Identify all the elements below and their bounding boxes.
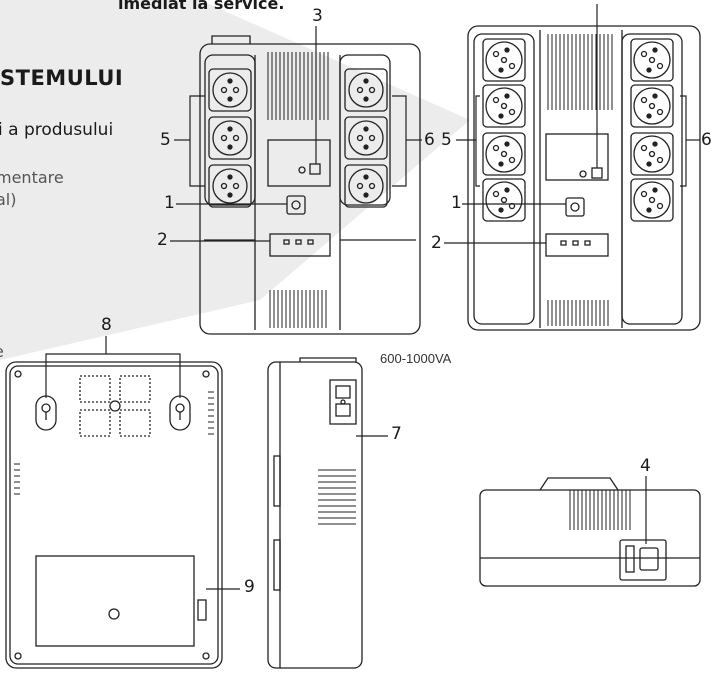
model-caption: 600-1000VA: [380, 351, 452, 366]
callout-3: 3: [312, 6, 323, 26]
ups-front-small: [199, 35, 421, 335]
note-line-1: mentare: [0, 168, 64, 187]
ups-back-view: [5, 361, 223, 669]
callout-2-right: 2: [431, 233, 442, 253]
section-subtitle: i a produsului: [0, 120, 114, 140]
ups-side-view: [267, 357, 363, 669]
callout-5-right: 5: [441, 130, 452, 150]
note-line-3: e: [0, 342, 4, 361]
callout-lines: [45, 4, 700, 590]
callout-9: 9: [244, 577, 255, 597]
ups-rear-view: [479, 477, 701, 587]
top-instruction-line: imediat la service.: [118, 0, 285, 13]
callout-6-right: 6: [701, 130, 711, 150]
note-line-2: al): [0, 190, 17, 209]
callout-2-left: 2: [157, 230, 168, 250]
callout-6-left: 6: [424, 130, 435, 150]
callout-4: 4: [640, 456, 651, 476]
callout-8: 8: [101, 315, 112, 335]
ups-front-large: [467, 25, 701, 331]
callout-1-left: 1: [164, 193, 175, 213]
section-title: STEMULUI: [0, 66, 124, 90]
callout-1-right: 1: [451, 193, 462, 213]
callout-5-left: 5: [160, 130, 171, 150]
callout-7: 7: [391, 424, 402, 444]
